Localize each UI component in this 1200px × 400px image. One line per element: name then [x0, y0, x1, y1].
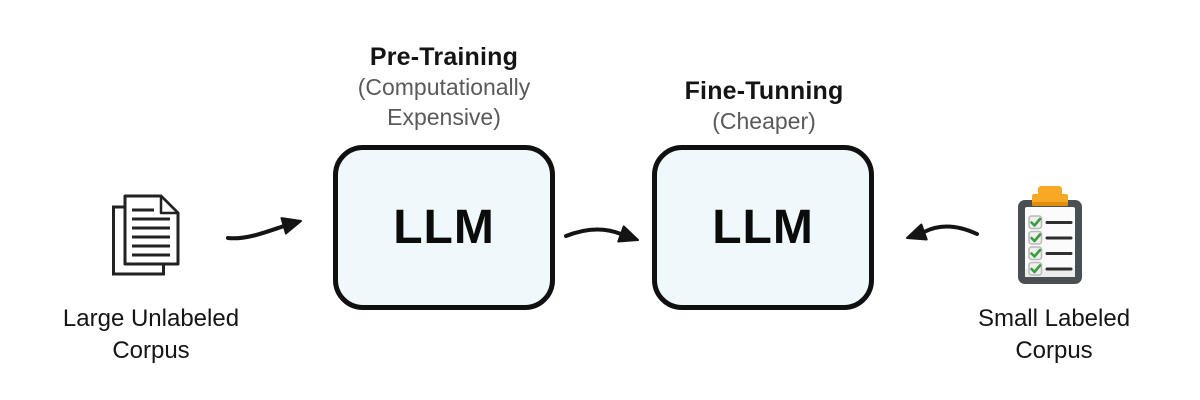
finetuning-llm-box: LLM	[652, 145, 874, 310]
arrow-pretraining-to-finetuning-icon	[562, 208, 642, 263]
small-labeled-corpus-label: Small Labeled Corpus	[977, 305, 1131, 365]
pretraining-stage-label: Pre-Training (Computationally Expensive)	[329, 42, 559, 132]
finetuning-subtitle: (Cheaper)	[712, 108, 816, 135]
arrow-unlabeled-to-pretraining-icon	[224, 206, 304, 261]
documents-icon	[110, 194, 182, 283]
finetuning-llm-label: LLM	[712, 201, 814, 254]
finetuning-stage-label: Fine-Tunning (Cheaper)	[649, 76, 879, 137]
large-unlabeled-corpus-label: Large Unlabeled Corpus	[62, 305, 240, 365]
clipboard-checklist-icon	[1014, 184, 1086, 293]
finetuning-title: Fine-Tunning	[684, 77, 844, 105]
pretraining-llm-box: LLM	[333, 145, 555, 310]
arrow-labeled-to-finetuning-icon	[901, 206, 981, 261]
pretraining-llm-label: LLM	[393, 201, 495, 254]
pretraining-subtitle: (Computationally Expensive)	[357, 74, 531, 130]
pretraining-title: Pre-Training	[369, 43, 519, 71]
